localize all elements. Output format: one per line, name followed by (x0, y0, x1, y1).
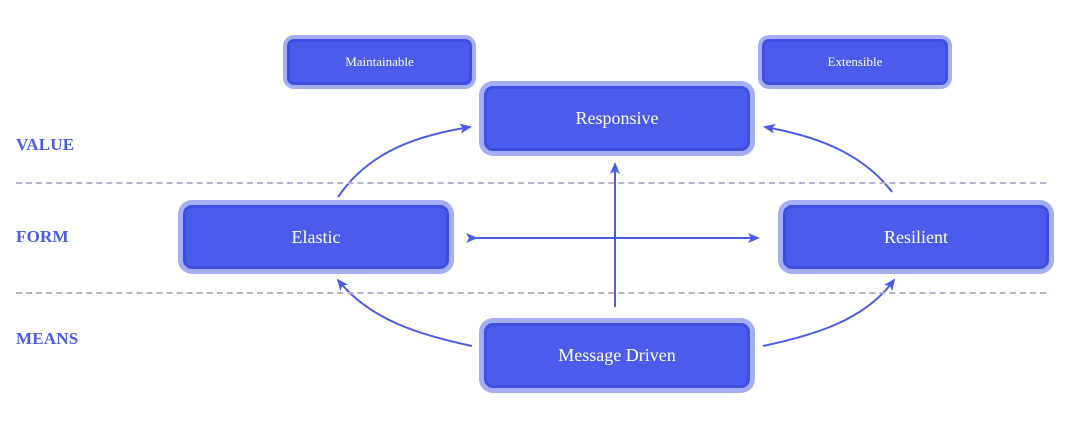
divider-form-means (16, 292, 1046, 294)
layer-label-value: VALUE (16, 135, 75, 154)
node-message-driven-label: Message Driven (558, 345, 676, 365)
divider-value-form (16, 182, 1046, 184)
node-elastic-label: Elastic (291, 226, 341, 247)
node-message-driven[interactable]: Message Driven (484, 323, 750, 388)
node-responsive[interactable]: Responsive (484, 86, 750, 151)
arrow-message-driven-to-elastic (336, 278, 473, 347)
node-responsive-label: Responsive (575, 108, 659, 128)
arrow-message-driven-to-resilient (762, 278, 896, 347)
node-maintainable[interactable]: Maintainable (287, 39, 472, 85)
node-maintainable-label: Maintainable (345, 54, 414, 69)
node-resilient[interactable]: Resilient (783, 205, 1049, 269)
layer-label-form: FORM (16, 227, 69, 246)
node-resilient-label: Resilient (884, 226, 948, 247)
layer-label-means: MEANS (16, 329, 79, 348)
arrow-elastic-to-responsive (337, 123, 472, 198)
node-extensible[interactable]: Extensible (762, 39, 948, 85)
node-elastic[interactable]: Elastic (183, 205, 449, 269)
node-extensible-label: Extensible (827, 54, 883, 69)
arrow-resilient-to-responsive (763, 123, 893, 193)
